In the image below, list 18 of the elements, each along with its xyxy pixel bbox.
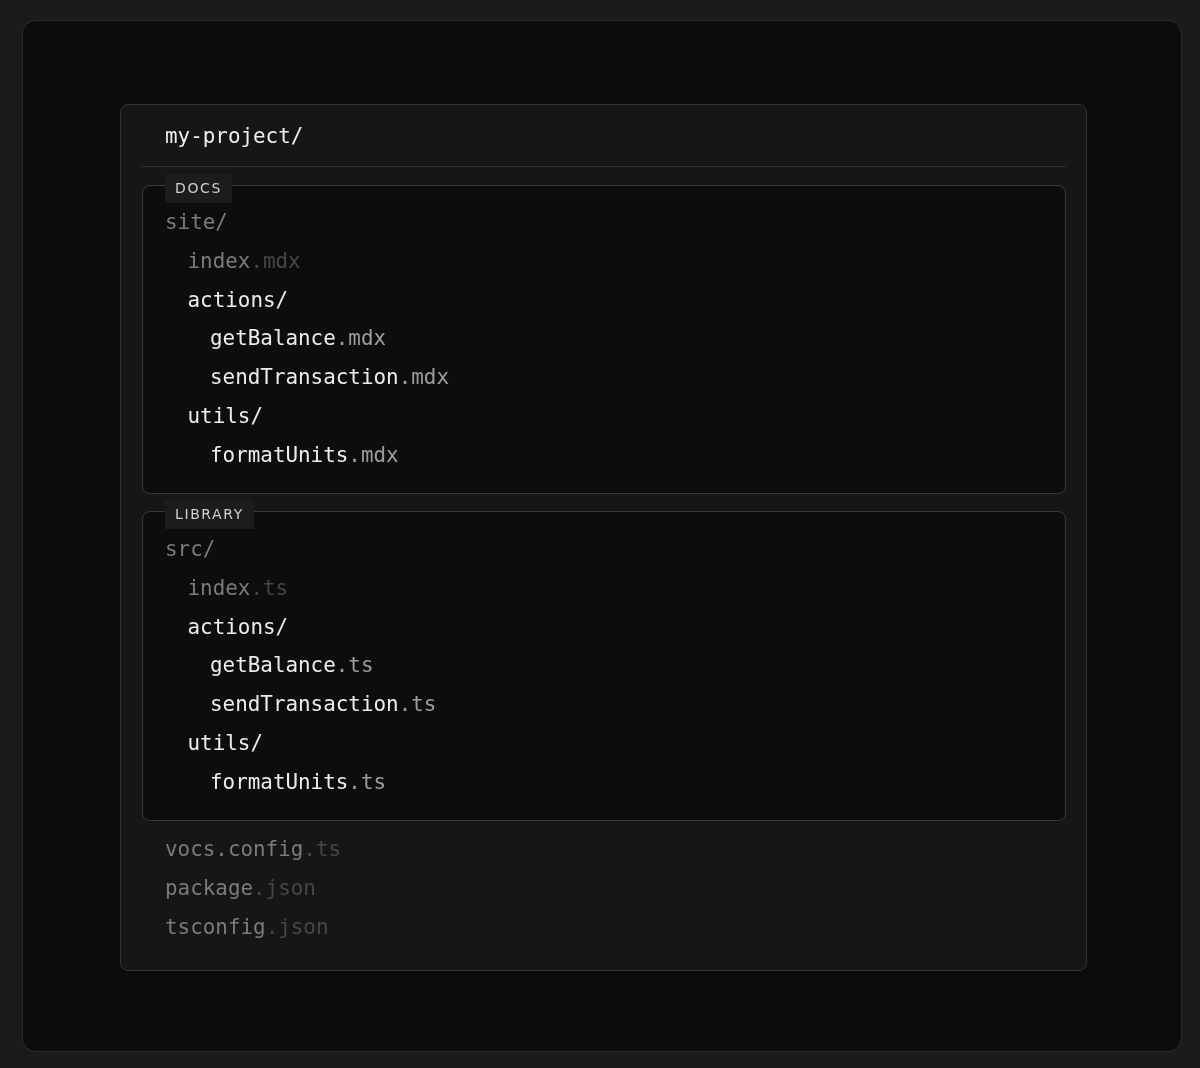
file-name: index.ts <box>187 574 289 601</box>
file-name: formatUnits.mdx <box>210 441 399 468</box>
file-name: formatUnits.ts <box>210 768 387 795</box>
section-tag: DOCS <box>165 174 232 203</box>
section-tag: LIBRARY <box>165 500 254 529</box>
file-name: sendTransaction.ts <box>210 691 437 718</box>
folder-name: actions/ <box>187 286 289 313</box>
root-folder-name: my-project/ <box>165 123 304 149</box>
file-name: index.mdx <box>187 247 301 274</box>
file-name: getBalance.ts <box>210 652 374 679</box>
folder-name: site/ <box>165 209 228 235</box>
folder-name: src/ <box>165 536 216 562</box>
file-tree-panel <box>120 104 1087 971</box>
folder-name: utils/ <box>187 730 263 756</box>
file-name: sendTransaction.mdx <box>210 364 449 391</box>
folder-name: utils/ <box>187 403 263 429</box>
file-name: getBalance.mdx <box>210 325 387 352</box>
folder-name: actions/ <box>187 613 289 640</box>
